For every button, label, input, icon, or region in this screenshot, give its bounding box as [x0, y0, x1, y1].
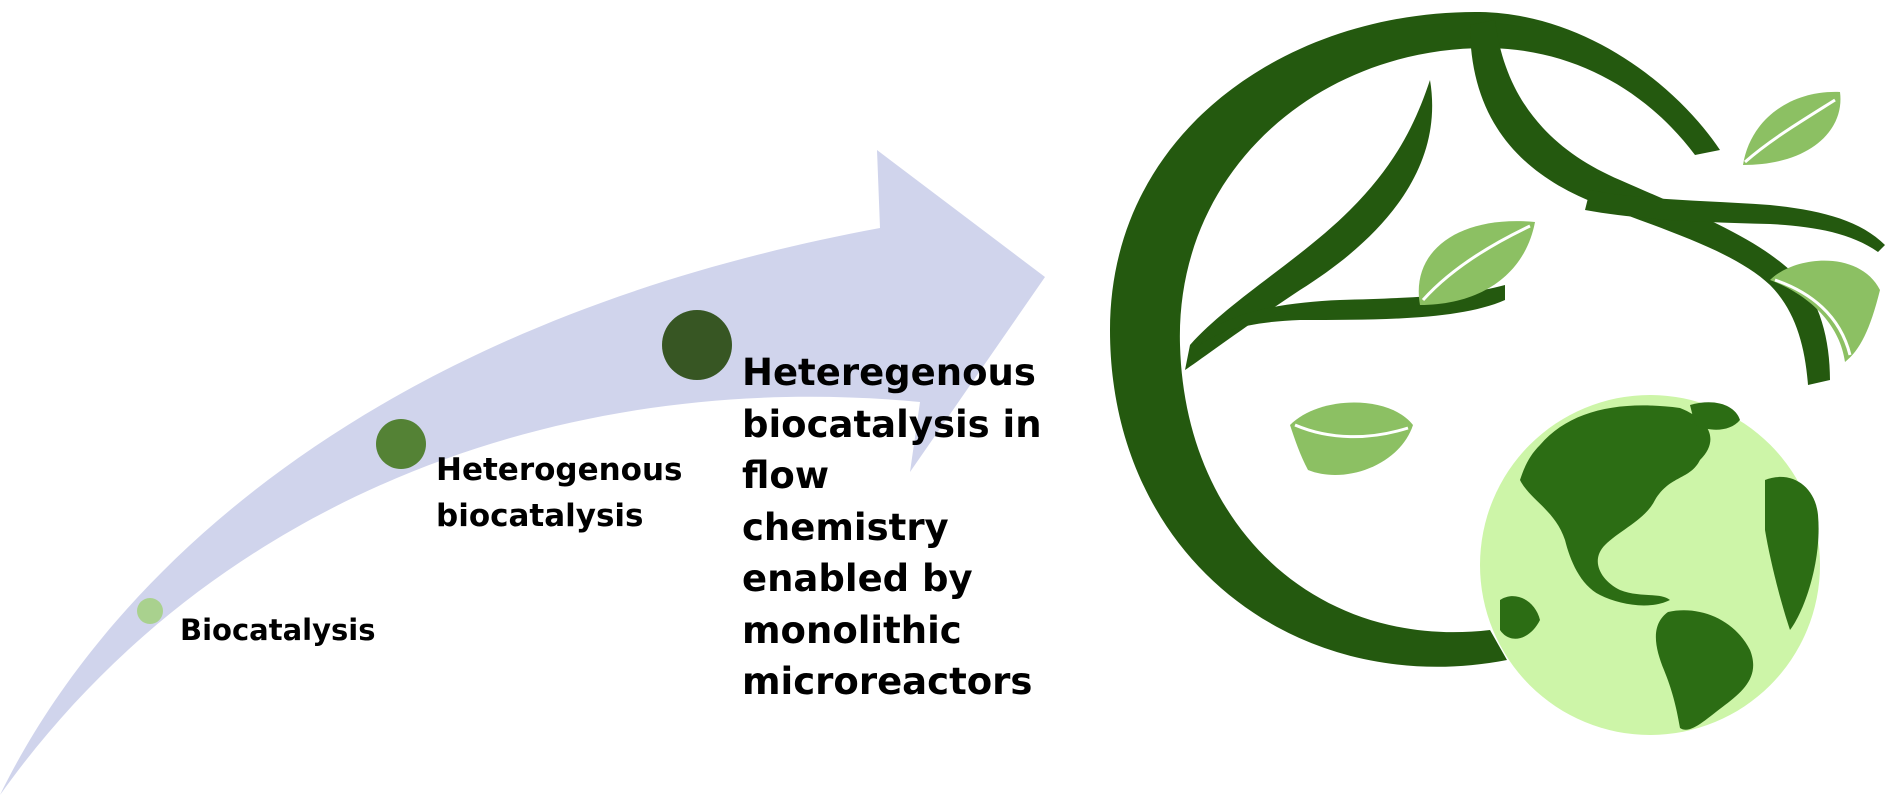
- globe-south-america: [1655, 610, 1754, 730]
- step-label-flow-chemistry: Heteregenous biocatalysis in flow chemis…: [742, 351, 1042, 703]
- leaf-mid-left: [1418, 221, 1535, 305]
- step-label-biocatalysis: Biocatalysis: [180, 613, 376, 647]
- globe-europe-africa: [1765, 476, 1819, 630]
- leaf-mid-left-vein: [1421, 224, 1531, 302]
- leaf-mid-right-vein: [1774, 278, 1852, 356]
- step-marker-biocatalysis: [137, 598, 163, 624]
- leaf-top-right-vein: [1744, 98, 1836, 164]
- leaf-lower-left: [1290, 402, 1413, 475]
- globe-greenland: [1690, 402, 1740, 430]
- tree-and-globe-eco-logo: [1110, 11, 1885, 735]
- step-marker-heterogenous: [376, 419, 426, 469]
- tree-branch-left: [1185, 80, 1433, 370]
- step-marker-flow-chemistry: [662, 310, 732, 380]
- step-label-heterogenous-biocatalysis: Heterogenous biocatalysis: [436, 452, 683, 534]
- globe-west-islands: [1500, 596, 1540, 639]
- globe-north-america: [1520, 405, 1711, 606]
- leaf-lower-left-vein: [1294, 423, 1409, 439]
- tree-branch-right: [1585, 190, 1885, 252]
- progression-arrow: [0, 150, 1045, 795]
